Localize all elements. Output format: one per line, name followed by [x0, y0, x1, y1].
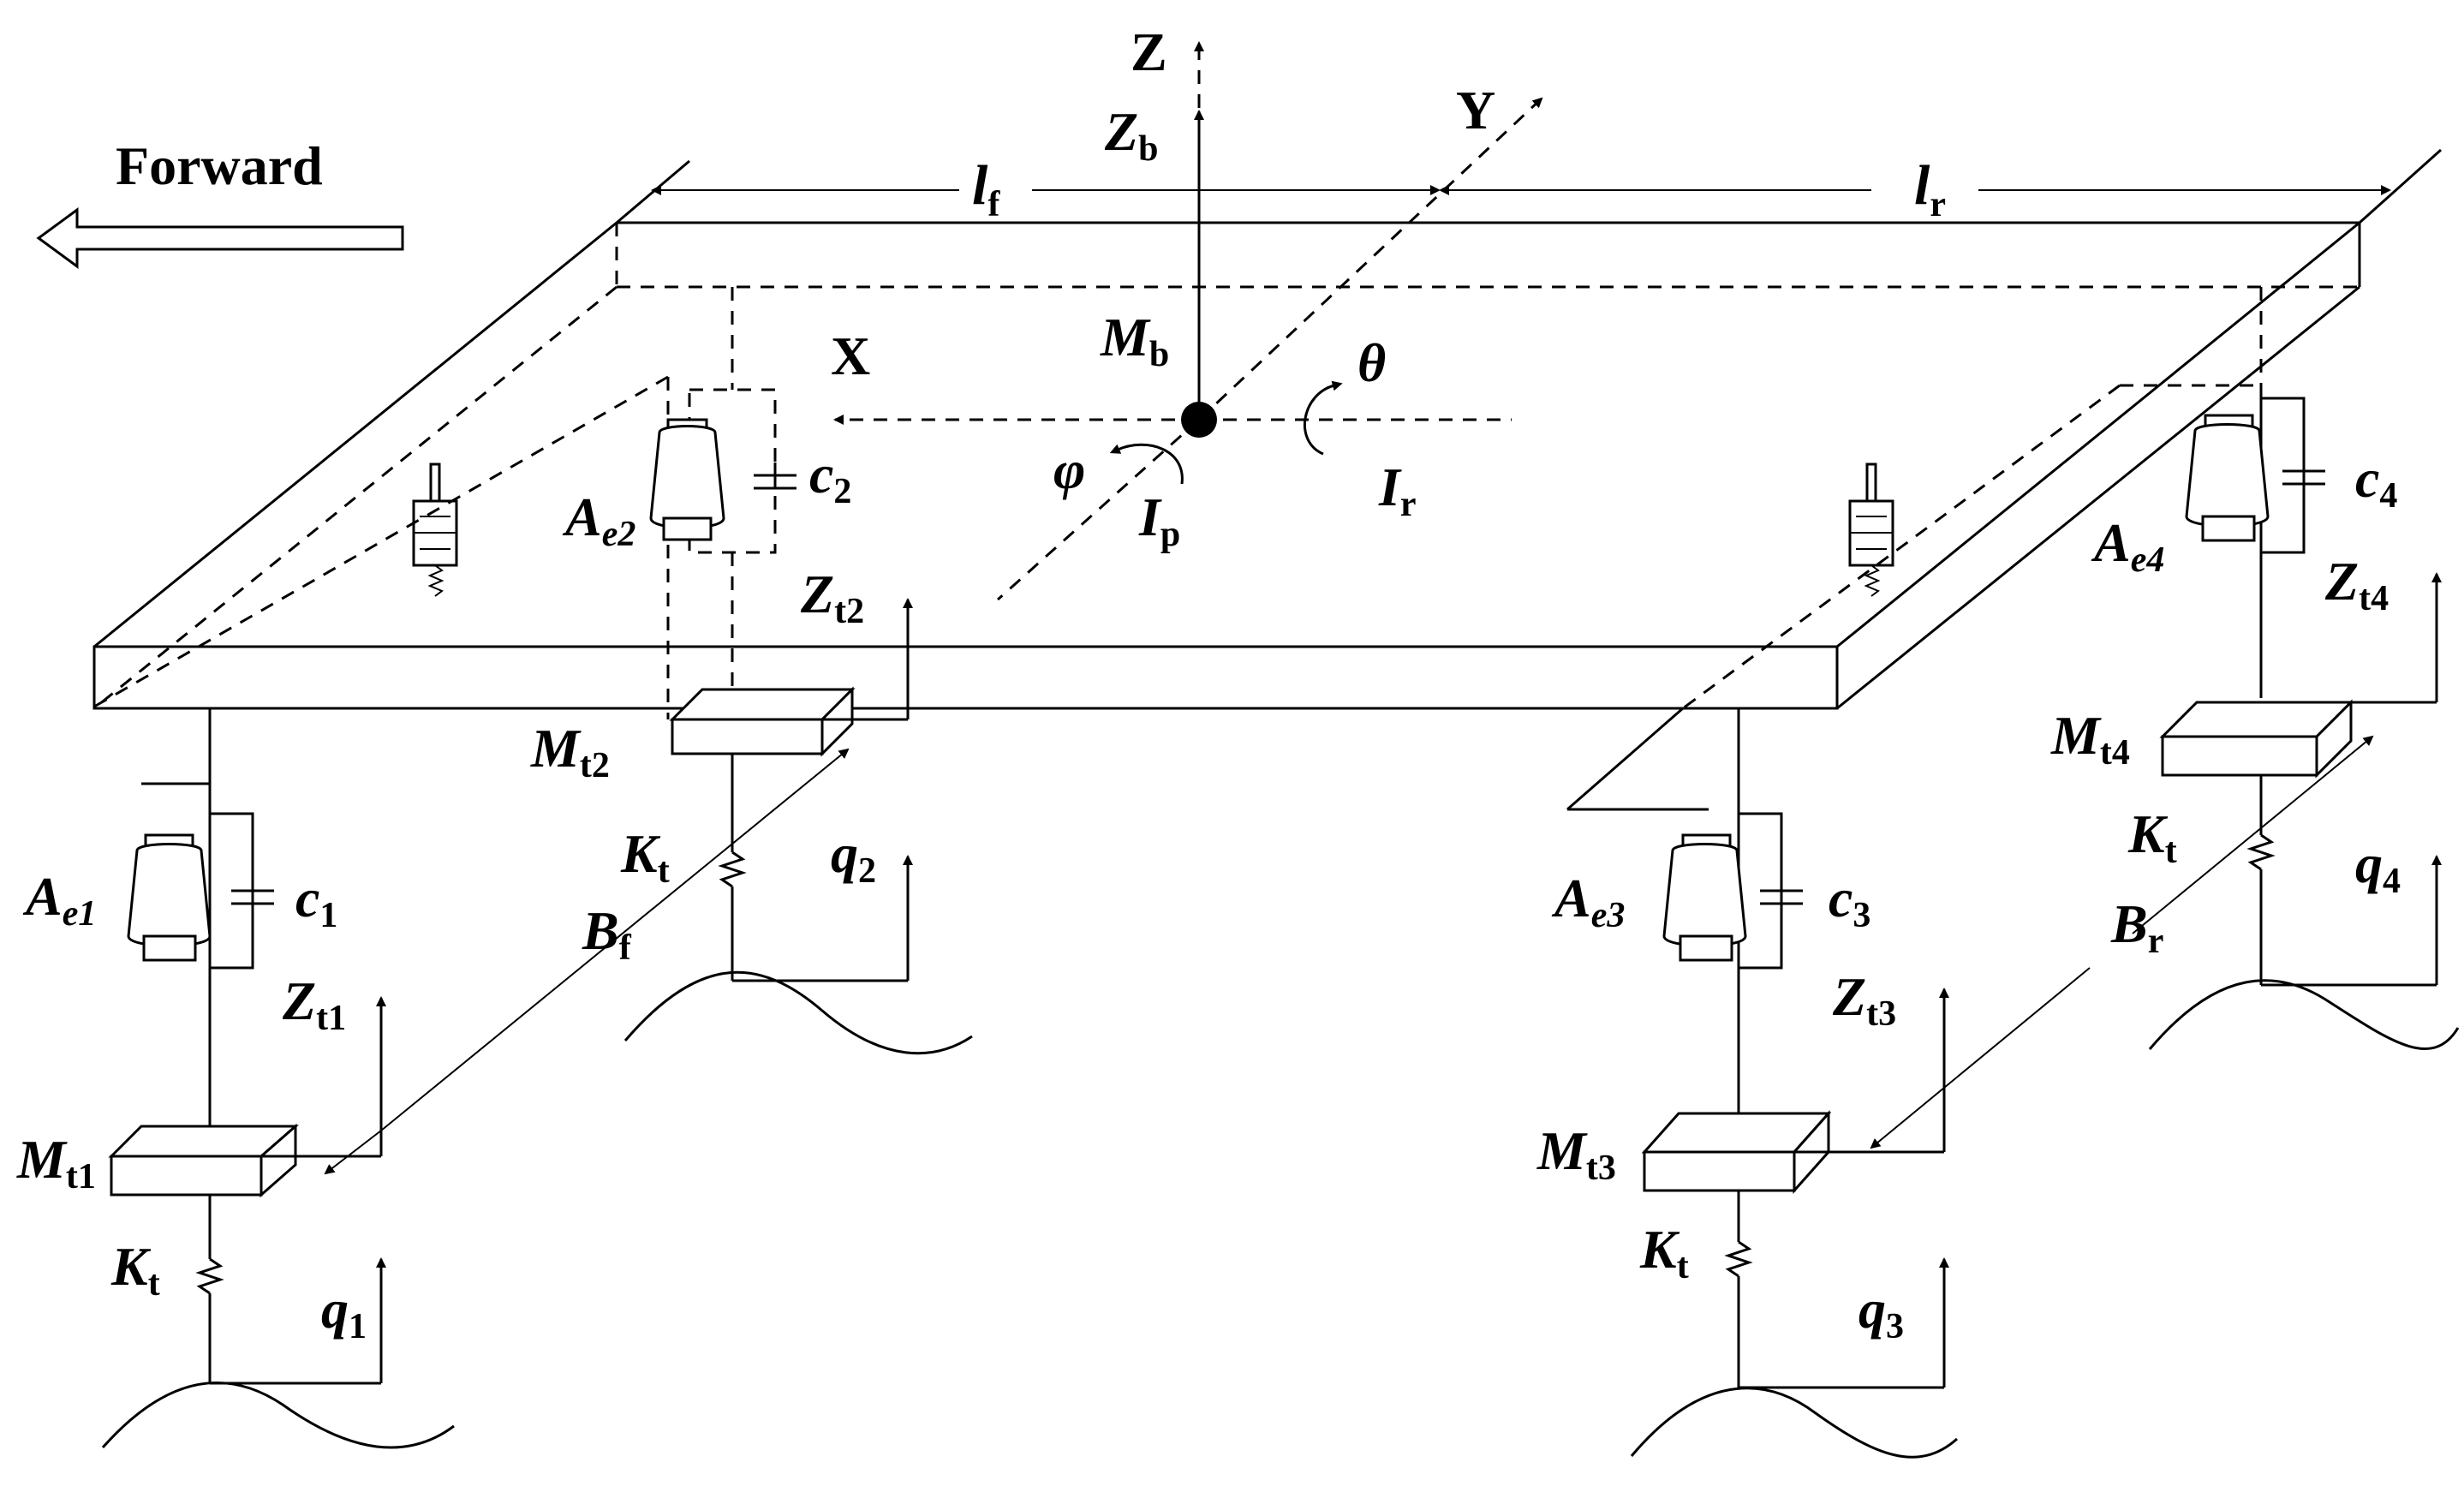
leveling-valve-rear-icon: [1848, 463, 1894, 597]
zt1-label: Zt1: [282, 970, 346, 1038]
axis-zb-label: Zb: [1104, 101, 1158, 169]
ae2-label: Ae2: [562, 486, 635, 554]
kt3-label: Kt: [1639, 1219, 1689, 1286]
mt3-label: Mt3: [1536, 1120, 1616, 1188]
q1-label: q1: [321, 1279, 367, 1346]
c3-label: c3: [1829, 868, 1870, 935]
zt2-label: Zt2: [800, 564, 864, 631]
wheelbase-dimension: [616, 148, 2443, 224]
axis-y-label: Y: [1456, 80, 1495, 140]
ir-label: Ir: [1378, 457, 1417, 524]
ae3-label: Ae3: [1551, 868, 1625, 935]
leveling-valve-front-icon: [412, 463, 458, 597]
suspension-corner-1: [101, 708, 455, 1449]
center-of-mass-dot: [1181, 402, 1217, 438]
kt4-label: Kt: [2127, 803, 2177, 871]
lr-label: lr: [1914, 154, 1946, 224]
mt1-label: Mt1: [16, 1129, 96, 1197]
q3-label: q3: [1858, 1279, 1904, 1346]
forward-label: Forward: [116, 135, 323, 196]
c1-label: c1: [295, 868, 337, 935]
bf-dimension: [324, 748, 850, 1175]
axis-x-label: X: [831, 325, 870, 386]
suspension-corner-2: [93, 287, 973, 1055]
forward-arrow-icon: [36, 207, 404, 269]
kt1-label: Kt: [110, 1236, 160, 1304]
ae4-label: Ae4: [2091, 512, 2164, 580]
phi-label: φ: [1053, 439, 1085, 500]
ae1-label: Ae1: [22, 866, 96, 934]
mt2-label: Mt2: [530, 718, 610, 785]
q2-label: q2: [831, 823, 876, 891]
axis-z-label: Z: [1131, 21, 1167, 82]
lf-label: lf: [972, 154, 1000, 224]
zt3-label: Zt3: [1832, 966, 1896, 1034]
zt4-label: Zt4: [2324, 551, 2389, 618]
bf-label: Bf: [582, 900, 632, 968]
suspension-corner-4: [1682, 287, 2460, 1050]
kt2-label: Kt: [620, 823, 670, 891]
vehicle-body-plate: [92, 221, 2361, 710]
q4-label: q4: [2355, 833, 2401, 901]
br-dimension: [1870, 735, 2374, 1149]
c2-label: c2: [809, 444, 851, 511]
c4-label: c4: [2355, 448, 2397, 516]
mt4-label: Mt4: [2050, 705, 2130, 773]
br-label: Br: [2110, 893, 2163, 961]
coordinate-axes: [833, 41, 1543, 601]
ip-label: Ip: [1138, 486, 1180, 554]
suspension-corner-3: [1566, 707, 1958, 1459]
theta-label: θ: [1357, 332, 1386, 393]
mass-mb-label: Mb: [1100, 307, 1169, 374]
